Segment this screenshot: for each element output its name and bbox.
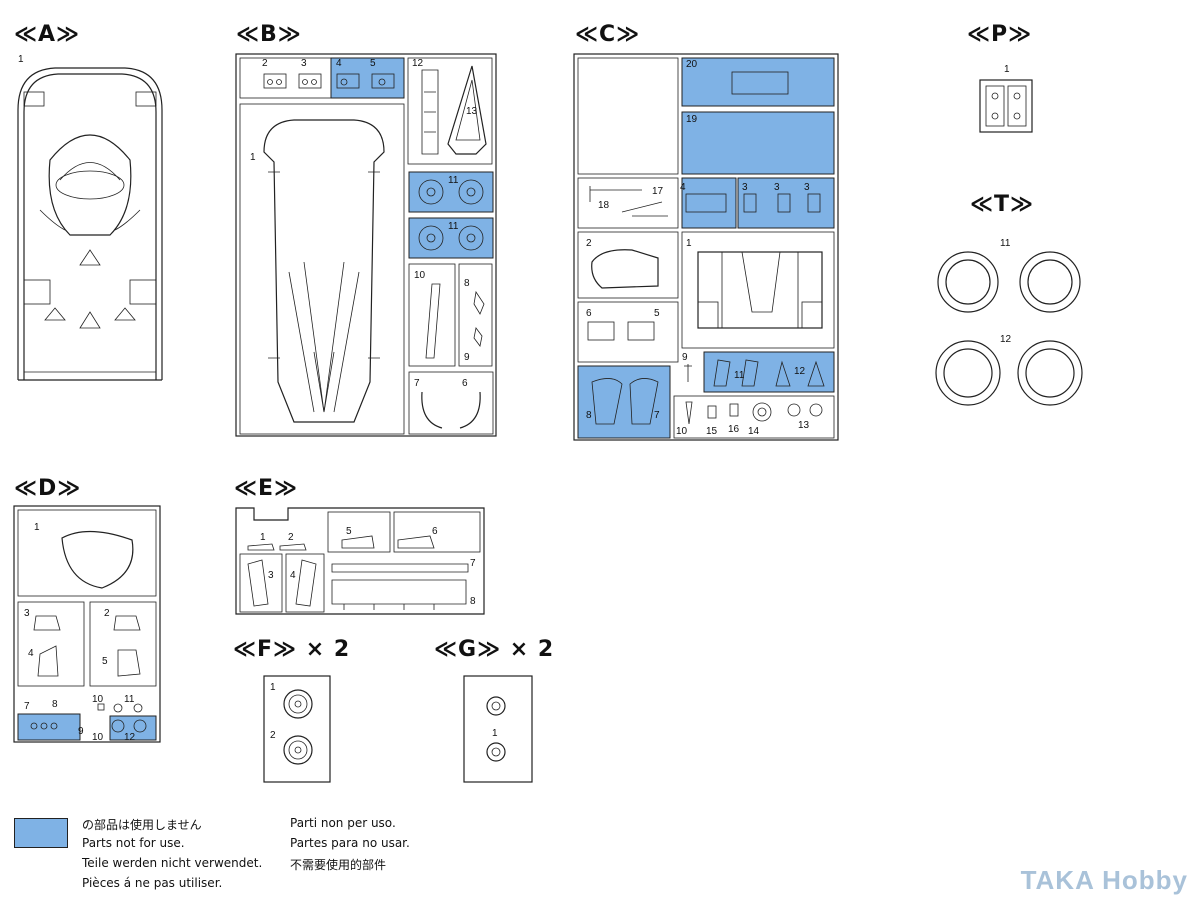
sprue-f-label: ≪F≫ × 2 <box>233 637 351 662</box>
part-number: 1 <box>270 682 276 693</box>
part-number: 11 <box>1000 238 1011 249</box>
sprue-d-label: ≪D≫ <box>14 476 82 501</box>
sprue-c-label: ≪C≫ <box>575 22 641 47</box>
part-number: 4 <box>336 58 342 69</box>
part-number: 11 <box>734 370 745 381</box>
legend-text-es: Partes para no usar. <box>290 836 410 850</box>
part-number: 17 <box>652 186 664 197</box>
part-number: 6 <box>462 378 468 389</box>
part-number: 5 <box>654 308 660 319</box>
sprue-t-label: ≪T≫ <box>970 192 1035 217</box>
part-number: 3 <box>301 58 307 69</box>
part-number: 16 <box>728 424 740 435</box>
part-number: 2 <box>270 730 276 741</box>
part-number: 13 <box>466 106 478 117</box>
part-number: 8 <box>586 410 592 421</box>
part-number: 11 <box>448 221 459 232</box>
legend-text-zh: 不需要使用的部件 <box>290 858 387 872</box>
part-number: 3 <box>268 570 274 581</box>
part-number: 1 <box>686 238 692 249</box>
part-number: 1 <box>18 54 24 65</box>
part-number: 10 <box>676 426 688 437</box>
sprue-e-diagram: 1 2 3 4 5 6 7 8 <box>235 507 485 615</box>
part-number: 7 <box>414 378 420 389</box>
part-number: 2 <box>262 58 268 69</box>
part-number: 3 <box>804 182 810 193</box>
sprue-f-diagram: 1 2 <box>263 675 331 783</box>
part-number: 8 <box>470 596 476 607</box>
legend-text-ja: の部品は使用しません <box>82 818 202 832</box>
part-number: 6 <box>586 308 592 319</box>
part-number: 1 <box>260 532 266 543</box>
part-number: 13 <box>798 420 810 431</box>
part-number: 10 <box>92 732 104 743</box>
not-for-use-area <box>681 57 835 107</box>
part-number: 4 <box>28 648 34 659</box>
not-for-use-area <box>577 365 671 439</box>
part-number: 18 <box>598 200 610 211</box>
not-for-use-swatch <box>14 818 68 848</box>
part-number: 2 <box>586 238 592 249</box>
sprue-p-label: ≪P≫ <box>967 22 1033 47</box>
part-number: 9 <box>78 726 84 737</box>
part-number: 3 <box>774 182 780 193</box>
part-number: 20 <box>686 59 698 70</box>
part-number: 3 <box>24 608 30 619</box>
part-number: 12 <box>412 58 424 69</box>
part-number: 6 <box>432 526 438 537</box>
part-number: 11 <box>124 694 135 705</box>
part-number: 1 <box>492 728 498 739</box>
not-for-use-area <box>681 111 835 175</box>
sprue-a-label: ≪A≫ <box>14 22 81 47</box>
part-number: 15 <box>706 426 718 437</box>
sprue-c-diagram: 20 19 17 18 4 3 3 3 2 1 6 5 9 11 12 8 7 … <box>573 53 839 441</box>
part-number: 7 <box>470 558 476 569</box>
part-number: 1 <box>34 522 40 533</box>
part-number: 8 <box>52 699 58 710</box>
not-for-use-area <box>737 177 835 229</box>
part-number: 12 <box>794 366 806 377</box>
part-number: 4 <box>680 182 686 193</box>
sprue-a-diagram: 1 <box>17 54 163 381</box>
watermark: TAKA Hobby <box>1020 865 1188 895</box>
part-number: 19 <box>686 114 698 125</box>
not-for-use-area <box>408 217 494 259</box>
part-number: 1 <box>250 152 256 163</box>
sprue-g-diagram: 1 <box>463 675 533 783</box>
part-number: 9 <box>682 352 688 363</box>
sprue-b-diagram: 2 3 4 5 12 13 1 11 11 10 8 9 7 6 <box>235 53 497 437</box>
sprue-t-diagram: 11 12 <box>935 238 1083 406</box>
part-number: 10 <box>92 694 104 705</box>
part-number: 5 <box>102 656 108 667</box>
part-number: 7 <box>654 410 660 421</box>
sprue-d-diagram: 1 3 4 2 5 7 8 9 10 11 10 12 <box>13 505 161 743</box>
part-number: 3 <box>742 182 748 193</box>
not-for-use-area <box>330 57 405 99</box>
sprue-g-label: ≪G≫ × 2 <box>434 637 555 662</box>
part-number: 8 <box>464 278 470 289</box>
part-number: 11 <box>448 175 459 186</box>
sprue-b-label: ≪B≫ <box>236 22 302 47</box>
part-number: 10 <box>414 270 426 281</box>
part-number: 12 <box>1000 334 1012 345</box>
part-number: 5 <box>370 58 376 69</box>
sprue-p-diagram: 1 <box>979 64 1033 133</box>
not-for-use-area <box>681 177 737 229</box>
legend-text-en: Parts not for use. <box>82 836 185 850</box>
part-number: 2 <box>104 608 110 619</box>
part-number: 5 <box>346 526 352 537</box>
legend-text-fr: Pièces á ne pas utiliser. <box>82 876 223 890</box>
part-number: 9 <box>464 352 470 363</box>
not-for-use-area <box>408 171 494 213</box>
not-for-use-area <box>17 713 81 741</box>
part-number: 4 <box>290 570 296 581</box>
part-number: 1 <box>1004 64 1010 75</box>
sprue-e-label: ≪E≫ <box>234 476 299 501</box>
part-number: 14 <box>748 426 760 437</box>
legend-text-it: Parti non per uso. <box>290 816 396 830</box>
part-number: 12 <box>124 732 136 743</box>
part-number: 7 <box>24 701 30 712</box>
part-number: 2 <box>288 532 294 543</box>
legend-text-de: Teile werden nicht verwendet. <box>82 856 263 870</box>
